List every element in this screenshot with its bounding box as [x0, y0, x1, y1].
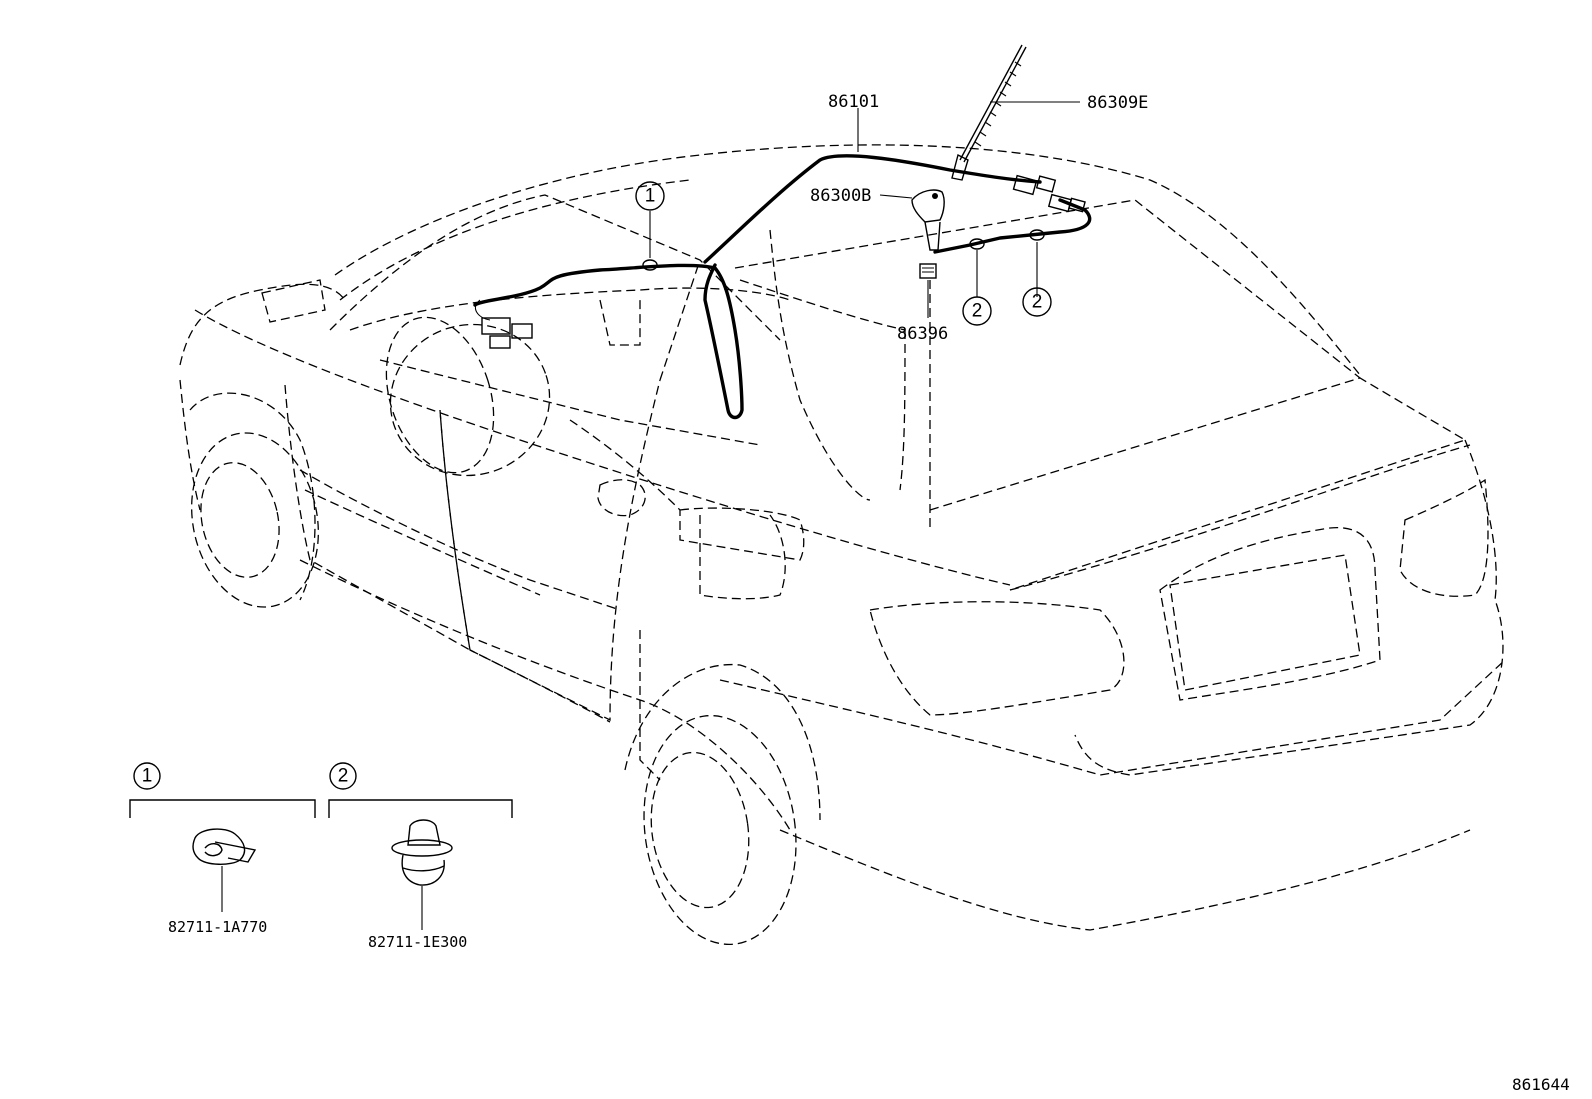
front-wheel — [189, 392, 319, 608]
antenna-base — [911, 189, 945, 251]
legend-2-number: 2 — [338, 766, 349, 787]
antenna-rod — [951, 44, 1027, 181]
leader-lines — [649, 101, 1080, 318]
svg-text:2: 2 — [1032, 292, 1043, 313]
diagram-code: 861644 — [1512, 1075, 1570, 1094]
cable-connectors — [481, 174, 1086, 349]
legend-1-number: 1 — [142, 766, 153, 787]
callout-2-left: 2 — [962, 296, 992, 326]
label-86309E: 86309E — [1087, 93, 1148, 113]
legend-clip-1: 1 82711-1A770 — [129, 762, 316, 936]
rear-wheel — [643, 714, 797, 946]
svg-text:1: 1 — [645, 186, 656, 207]
label-82711-1A770: 82711-1A770 — [168, 918, 267, 936]
car-body-outline — [179, 144, 1506, 931]
legend-clip-2: 2 82711-1E300 — [328, 762, 513, 951]
svg-text:2: 2 — [972, 301, 983, 322]
label-86396: 86396 — [897, 324, 948, 344]
cable-clip-markers — [642, 229, 1045, 271]
label-82711-1E300: 82711-1E300 — [368, 933, 467, 951]
grommet — [919, 263, 937, 279]
callout-1-main: 1 — [635, 181, 665, 211]
antenna-cable-86101 — [473, 154, 1092, 420]
callout-2-right: 2 — [1022, 287, 1052, 317]
label-86300B: 86300B — [810, 186, 871, 206]
label-86101: 86101 — [828, 92, 879, 112]
